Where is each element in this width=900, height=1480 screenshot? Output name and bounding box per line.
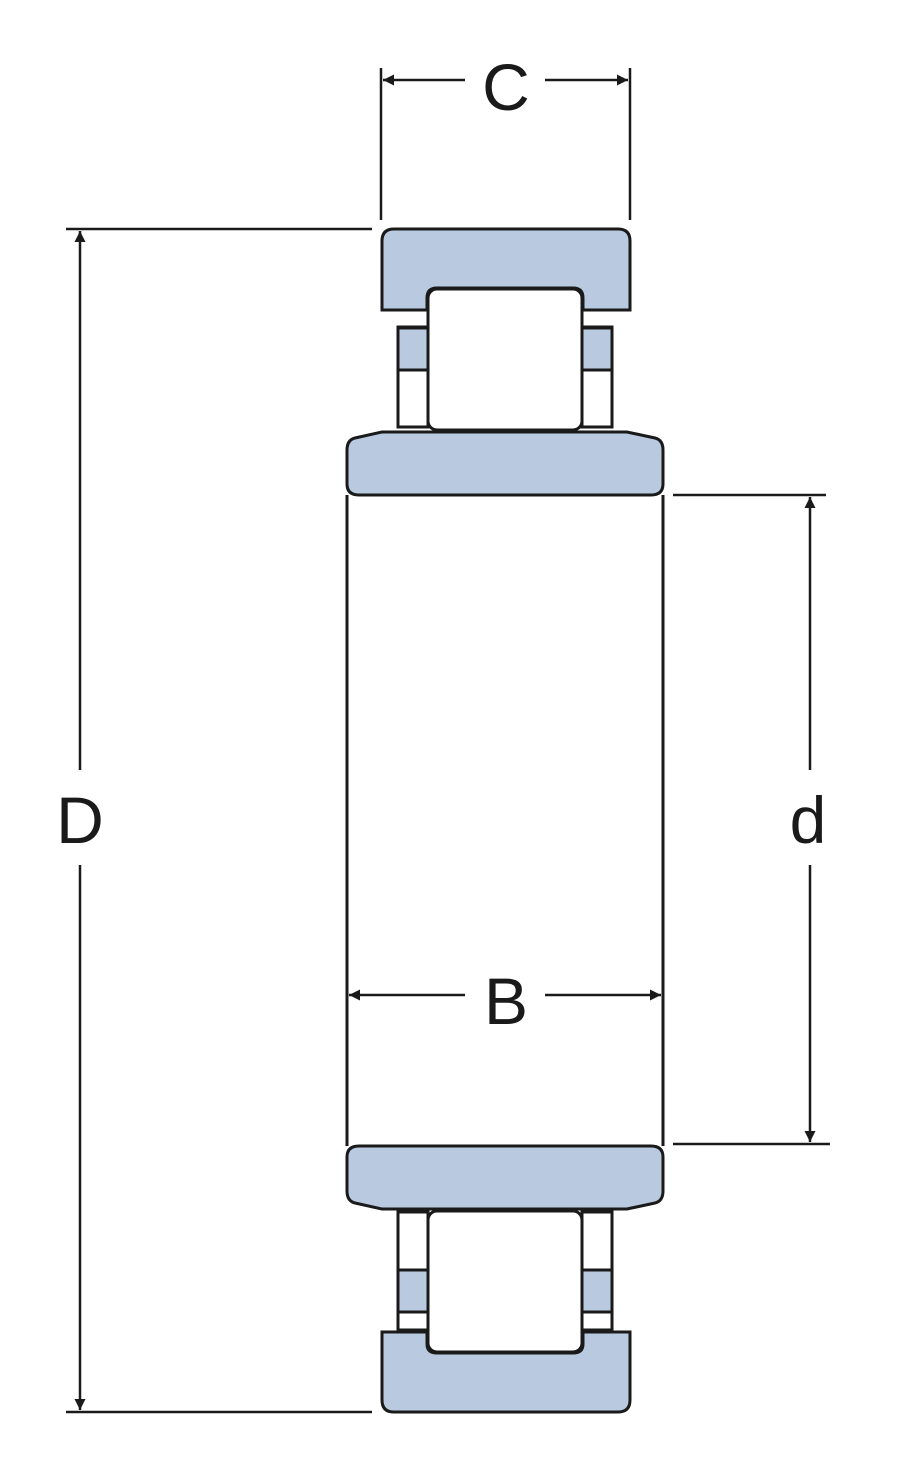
dimension-outer-d (66, 227, 372, 1414)
inner-ring-bottom (345, 1144, 665, 1211)
cage-pocket-right-bottom (580, 1268, 614, 1314)
roller-bottom (426, 1209, 584, 1354)
dimension-label-bore-d: d (790, 783, 827, 857)
cage-pocket-left-bottom (396, 1268, 430, 1314)
bearing-bottom-section (345, 1144, 665, 1414)
dimension-label-b: B (484, 964, 528, 1038)
roller-top (426, 287, 584, 432)
bearing-top-section (345, 227, 665, 497)
inner-ring-top (345, 430, 665, 497)
dimension-label-outer-d: D (56, 783, 104, 857)
bearing-bore-body (345, 495, 665, 1146)
cage-pocket-left-top (396, 326, 430, 372)
cage-pocket-right-top (580, 326, 614, 372)
dimension-label-c: C (482, 50, 530, 124)
dimension-c (379, 68, 632, 220)
outer-ring-bottom (380, 1330, 632, 1414)
dimension-bore-d (673, 493, 830, 1146)
